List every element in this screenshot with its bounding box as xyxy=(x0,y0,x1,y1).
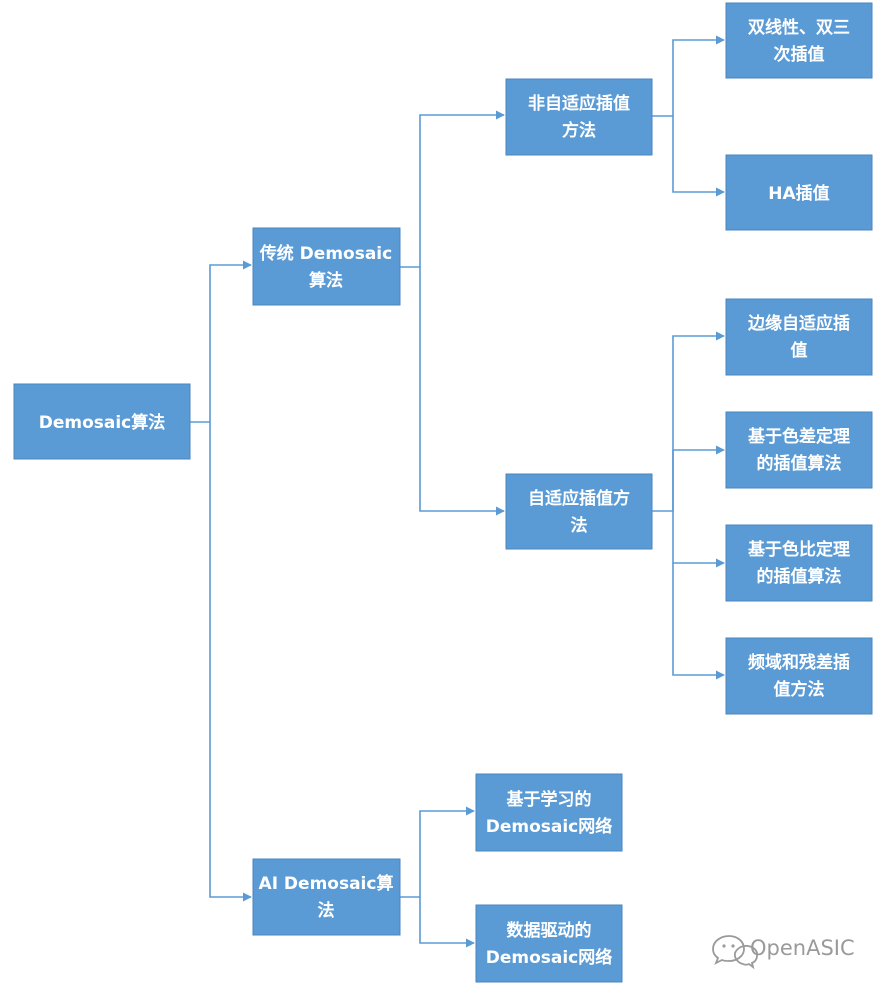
watermark: OpenASIC xyxy=(712,935,855,970)
node-ai[interactable]: AI Demosaic算 法 xyxy=(252,858,401,936)
connector-root-ai xyxy=(209,422,252,902)
node-ha-label: HA插值 xyxy=(768,183,829,204)
node-non-adaptive-label-line1: 非自适应插值 xyxy=(528,93,630,114)
node-non-adaptive[interactable]: 非自适应插值 方法 xyxy=(505,78,653,156)
node-color-difference[interactable]: 基于色差定理 的插值算法 xyxy=(725,411,873,489)
connector-adaptive-frequency xyxy=(672,563,725,680)
node-traditional-label-line2: 算法 xyxy=(308,270,343,291)
node-bilinear-label-line1: 双线性、双三 xyxy=(748,17,850,38)
node-root[interactable]: Demosaic算法 xyxy=(13,383,191,460)
node-ai-label-line2: 法 xyxy=(318,900,335,921)
node-ai-label-line1: AI Demosaic算 xyxy=(259,873,394,894)
node-bilinear[interactable]: 双线性、双三 次插值 xyxy=(725,2,873,79)
node-data-driven-network[interactable]: 数据驱动的 Demosaic网络 xyxy=(475,904,623,983)
node-adaptive[interactable]: 自适应插值方 法 xyxy=(505,473,653,550)
node-edge-adaptive-label-line2: 值 xyxy=(791,340,808,361)
connector-nonadaptive-ha xyxy=(672,116,725,197)
connector-root-traditional xyxy=(190,260,252,423)
node-learning-network-label-line2: Demosaic网络 xyxy=(486,816,613,837)
watermark-text: OpenASIC xyxy=(750,936,855,960)
node-data-driven-network-label-line2: Demosaic网络 xyxy=(486,947,613,968)
node-learning-network-label-line1: 基于学习的 xyxy=(506,789,592,810)
connector-adaptive-edge xyxy=(652,331,725,512)
connector-adaptive-colorratio xyxy=(672,450,725,568)
node-edge-adaptive[interactable]: 边缘自适应插 值 xyxy=(725,298,873,376)
node-color-ratio-label-line1: 基于色比定理 xyxy=(747,539,850,560)
node-traditional-label-line1: 传统 Demosaic xyxy=(259,243,392,264)
node-adaptive-label-line2: 法 xyxy=(571,515,588,536)
node-root-label: Demosaic算法 xyxy=(39,412,166,433)
connectors xyxy=(190,35,725,948)
node-adaptive-label-line1: 自适应插值方 xyxy=(528,488,630,509)
connector-ai-datadriven xyxy=(419,897,475,948)
node-frequency-residual[interactable]: 频域和残差插 值方法 xyxy=(725,637,873,715)
node-edge-adaptive-label-line1: 边缘自适应插 xyxy=(747,313,850,334)
node-bilinear-label-line2: 次插值 xyxy=(774,44,825,65)
node-frequency-residual-label-line1: 频域和残差插 xyxy=(748,652,850,673)
node-ha[interactable]: HA插值 xyxy=(725,154,873,231)
connector-nonadaptive-bilinear xyxy=(652,35,725,117)
connector-traditional-adaptive xyxy=(419,267,505,516)
node-color-difference-label-line1: 基于色差定理 xyxy=(747,426,850,447)
node-data-driven-network-label-line1: 数据驱动的 xyxy=(507,920,592,941)
node-color-ratio-label-line2: 的插值算法 xyxy=(757,566,842,587)
node-frequency-residual-label-line2: 值方法 xyxy=(774,679,825,700)
wechat-icon xyxy=(712,935,759,970)
node-color-difference-label-line2: 的插值算法 xyxy=(757,453,842,474)
node-color-ratio[interactable]: 基于色比定理 的插值算法 xyxy=(725,524,873,602)
connector-ai-learning xyxy=(400,806,475,898)
connector-traditional-nonadaptive xyxy=(400,110,505,268)
node-learning-network[interactable]: 基于学习的 Demosaic网络 xyxy=(475,773,623,852)
node-non-adaptive-label-line2: 方法 xyxy=(562,120,596,141)
node-traditional[interactable]: 传统 Demosaic 算法 xyxy=(252,227,401,306)
